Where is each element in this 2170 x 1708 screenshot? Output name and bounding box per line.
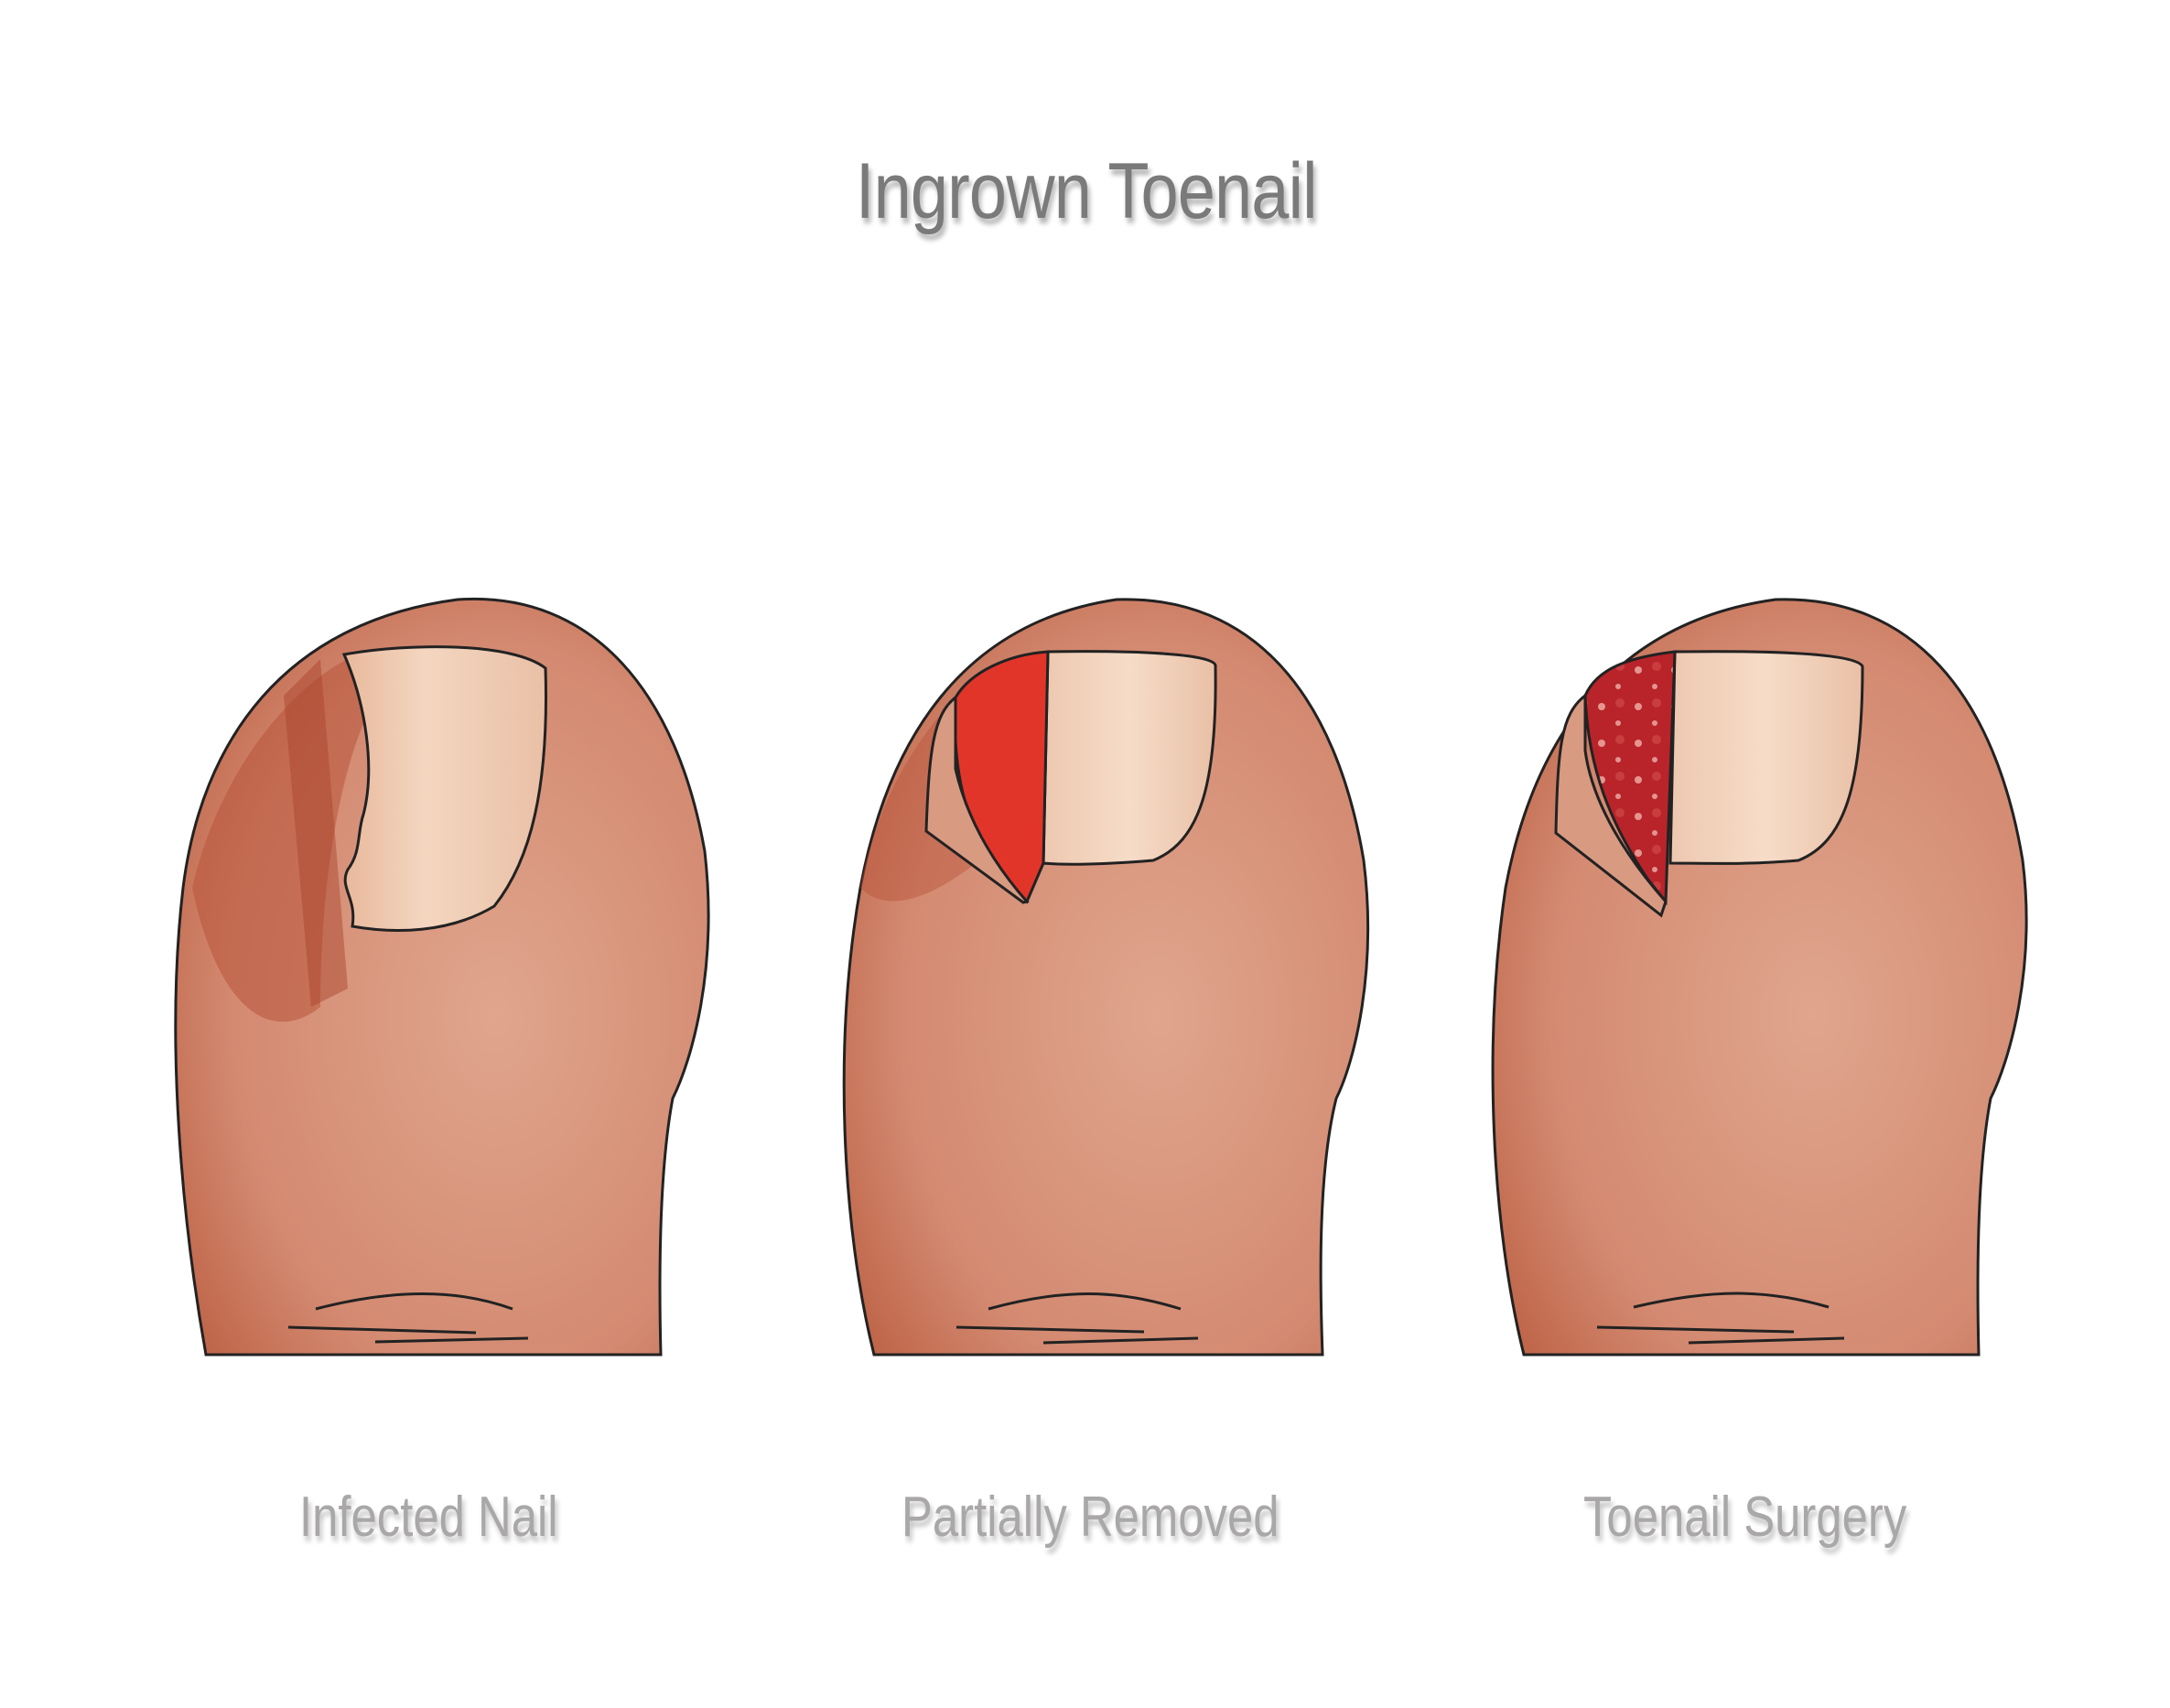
panel-label-partial-removal: Partially Removed bbox=[901, 1486, 1279, 1549]
diagram-title: Ingrown Toenail bbox=[855, 147, 1318, 235]
toe-partial-removal-illustration bbox=[842, 598, 1370, 1357]
toe-infected-illustration bbox=[174, 597, 710, 1357]
panel-label-surgery: Toenail Surgery bbox=[1583, 1486, 1907, 1549]
toe-surgery-illustration bbox=[1491, 598, 2028, 1357]
panel-label-infected: Infected Nail bbox=[299, 1486, 558, 1549]
